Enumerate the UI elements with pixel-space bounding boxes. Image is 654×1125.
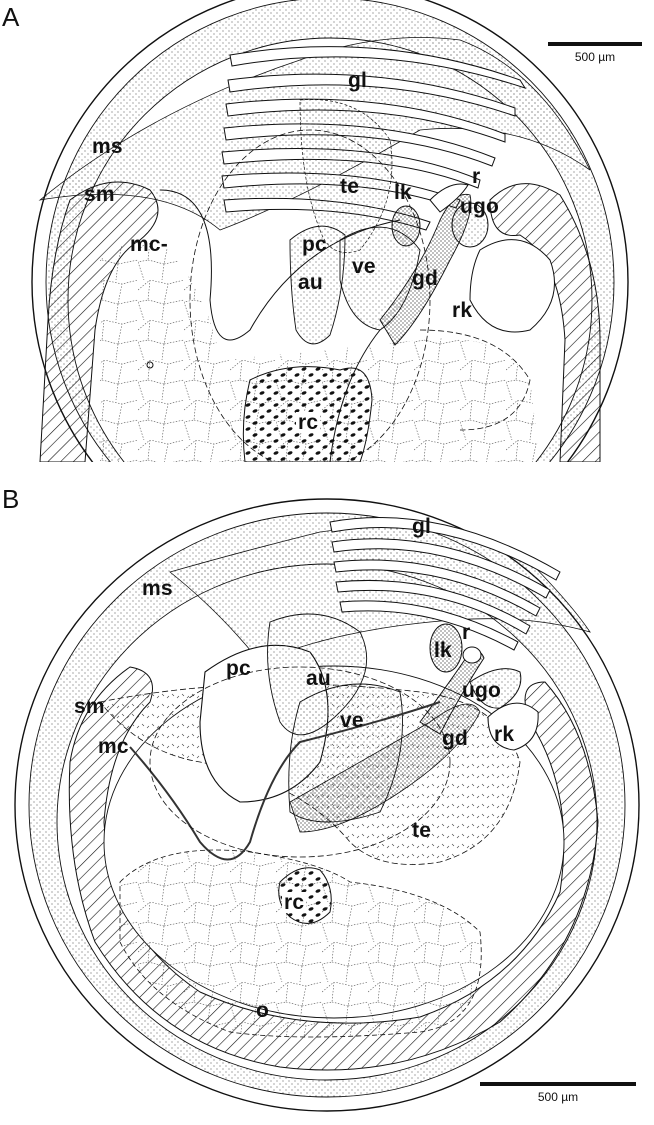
label-gd: gd [412,267,439,290]
label-ugo: ugo [460,195,500,218]
label-rk: rk [494,723,515,746]
label-te: te [412,819,432,842]
label-au: au [298,271,323,294]
label-ms: ms [92,135,123,158]
right-kidney [487,702,539,751]
label-ms: ms [142,577,173,600]
label-rc: rc [282,891,307,914]
label-lk: lk [434,639,452,662]
panel-letter: B [2,484,20,514]
label-ve: ve [340,709,364,732]
label-te: te [340,175,360,198]
gonoduct-region [289,703,481,833]
label-gl: gl [412,515,432,538]
right-kidney [469,239,555,333]
genital-opening [451,202,489,248]
label-mc: mc [98,735,129,758]
label-au: au [306,667,331,690]
label-pc: pc [226,657,251,680]
panel-a: A 500 µm gl ms te lk r sm ugo mc- pc ve … [0,0,654,462]
scale-bar: 500 µm [480,1082,636,1104]
scale-bar-line [480,1082,636,1086]
gill-lamellae [329,517,561,651]
label-lk: lk [394,181,412,204]
mantle-cavity-line [129,701,441,861]
ovary [119,849,482,1038]
left-kidney [429,623,463,673]
visceral-outline [189,129,431,462]
gonoduct [379,193,472,346]
label-rk: rk [452,299,473,322]
label-o: o [256,999,270,1022]
label-r: r [472,165,481,188]
rectum [429,183,469,213]
label-ugo: ugo [462,679,502,702]
label-gd: gd [442,727,469,750]
panel-a-drawing [31,0,629,462]
shell-muscle-right [489,183,601,462]
panel-letter: A [2,2,20,32]
label-gl: gl [348,69,368,92]
label-pc: pc [302,233,327,256]
scale-bar-label: 500 µm [537,1090,579,1104]
genital-opening [469,668,522,709]
scale-bar-label: 500 µm [574,50,616,64]
label-sm: sm [74,695,105,718]
visceral-cells [100,242,540,462]
label-rc: rc [296,411,321,434]
scale-bar: 500 µm [548,42,642,64]
label-r: r [462,621,471,644]
gill-lamellae [221,46,527,231]
scale-bar-line [548,42,642,46]
rectum [462,646,482,664]
panel-b: B 500 µm gl ms lk r pc au ugo sm ve gd r… [0,462,654,1125]
panel-b-drawing [14,498,640,1112]
left-kidney [391,205,421,247]
label-ve: ve [352,255,376,278]
label-sm: sm [84,183,115,206]
intestine [329,329,381,462]
auricle [289,225,346,345]
label-mc: mc- [130,233,168,256]
